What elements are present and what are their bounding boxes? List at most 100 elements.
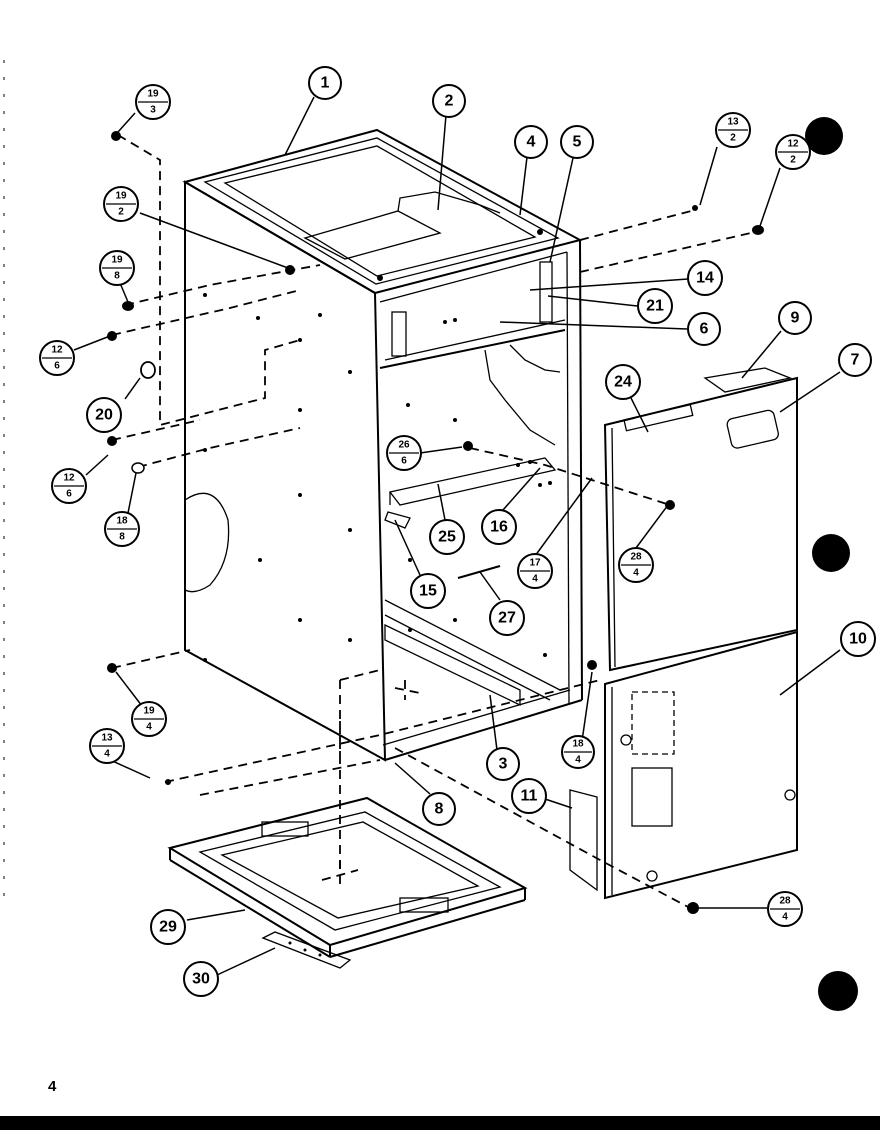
svg-text:3: 3: [150, 105, 156, 116]
screw-paths: [111, 134, 756, 909]
fraction-callout-13-2: 132: [715, 112, 751, 148]
callout-1: 1: [308, 66, 342, 100]
svg-text:1: 1: [321, 75, 330, 92]
svg-text:19: 19: [111, 255, 123, 266]
fraction-callout-19-8: 198: [99, 250, 135, 286]
panel-11: [569, 789, 598, 892]
callout-24: 24: [605, 364, 641, 400]
svg-text:18: 18: [116, 516, 128, 527]
lower-door: [604, 630, 798, 900]
svg-text:4: 4: [532, 574, 538, 585]
svg-text:19: 19: [147, 89, 159, 100]
svg-text:11: 11: [521, 788, 538, 805]
svg-text:20: 20: [95, 407, 113, 424]
callout-29: 29: [150, 909, 186, 945]
svg-text:21: 21: [646, 298, 664, 315]
svg-text:7: 7: [851, 352, 860, 369]
svg-text:19: 19: [115, 191, 127, 202]
svg-text:10: 10: [849, 631, 867, 648]
cabinet: [182, 128, 583, 762]
svg-text:18: 18: [572, 739, 584, 750]
svg-text:13: 13: [101, 733, 113, 744]
registration-dot: [818, 971, 858, 1011]
svg-text:8: 8: [114, 271, 120, 282]
fraction-callouts: 193 192 198 126 126 188 132 122 266 174 …: [39, 84, 811, 927]
svg-text:13: 13: [727, 117, 739, 128]
fraction-callout-13-4: 134: [89, 728, 125, 764]
fraction-callout-18-8: 188: [104, 511, 140, 547]
svg-text:12: 12: [51, 345, 63, 356]
svg-text:28: 28: [779, 896, 791, 907]
callout-14: 14: [687, 260, 723, 296]
svg-text:30: 30: [192, 971, 210, 988]
svg-text:2: 2: [730, 133, 736, 144]
callout-6: 6: [687, 312, 721, 346]
svg-text:26: 26: [398, 440, 410, 451]
svg-text:16: 16: [490, 519, 508, 536]
svg-text:4: 4: [782, 912, 788, 923]
callout-3: 3: [486, 747, 520, 781]
callouts: 1 2 4 5 14 21 6 9 7 24 20 25 16 15 27 10…: [86, 66, 876, 997]
svg-text:8: 8: [119, 532, 125, 543]
callout-15: 15: [410, 573, 446, 609]
callout-9: 9: [778, 301, 812, 335]
svg-text:2: 2: [790, 155, 796, 166]
callout-16: 16: [481, 509, 517, 545]
svg-text:17: 17: [529, 558, 541, 569]
svg-text:4: 4: [575, 755, 581, 766]
registration-dot: [805, 117, 843, 155]
svg-text:15: 15: [419, 583, 437, 600]
svg-text:2: 2: [445, 93, 454, 110]
fraction-callout-12-6: 126: [51, 468, 87, 504]
leader-lines: [73, 96, 841, 976]
callout-8: 8: [422, 792, 456, 826]
fraction-callout-12-2: 122: [775, 134, 811, 170]
svg-text:19: 19: [143, 706, 155, 717]
svg-text:29: 29: [159, 919, 177, 936]
fraction-callout-28-4: 284: [618, 547, 654, 583]
callout-30: 30: [183, 961, 219, 997]
fraction-callout-19-2: 192: [103, 186, 139, 222]
fraction-callout-19-3: 193: [135, 84, 171, 120]
svg-text:2: 2: [118, 207, 124, 218]
filter-9: [703, 367, 793, 393]
registration-dot: [812, 534, 850, 572]
bottom-scan-border: [0, 1116, 880, 1130]
upper-door: [603, 376, 798, 672]
fraction-callout-12-6: 126: [39, 340, 75, 376]
screws: [107, 131, 764, 914]
svg-text:6: 6: [401, 456, 407, 467]
fraction-callout-19-4: 194: [131, 701, 167, 737]
callout-11: 11: [511, 778, 547, 814]
callout-10: 10: [840, 621, 876, 657]
svg-text:27: 27: [498, 610, 516, 627]
base-frame: [167, 796, 528, 969]
callout-4: 4: [514, 125, 548, 159]
callout-27: 27: [489, 600, 525, 636]
svg-text:4: 4: [104, 749, 110, 760]
fraction-callout-26-6: 266: [386, 435, 422, 471]
callout-7: 7: [838, 343, 872, 377]
callout-20: 20: [86, 397, 122, 433]
svg-text:12: 12: [787, 139, 799, 150]
svg-text:28: 28: [630, 552, 642, 563]
callout-5: 5: [560, 125, 594, 159]
svg-text:4: 4: [633, 568, 639, 579]
callout-25: 25: [429, 519, 465, 555]
fraction-callout-17-4: 174: [517, 553, 553, 589]
callout-21: 21: [637, 288, 673, 324]
svg-text:3: 3: [499, 756, 508, 773]
svg-text:5: 5: [573, 134, 582, 151]
fraction-callout-28-4: 284: [767, 891, 803, 927]
svg-text:24: 24: [614, 374, 632, 391]
svg-text:8: 8: [435, 801, 444, 818]
callout-2: 2: [432, 84, 466, 118]
svg-text:9: 9: [791, 310, 800, 327]
svg-text:6: 6: [700, 321, 709, 338]
svg-text:6: 6: [54, 361, 60, 372]
svg-text:4: 4: [146, 722, 152, 733]
svg-text:6: 6: [66, 489, 72, 500]
svg-text:14: 14: [696, 270, 714, 287]
